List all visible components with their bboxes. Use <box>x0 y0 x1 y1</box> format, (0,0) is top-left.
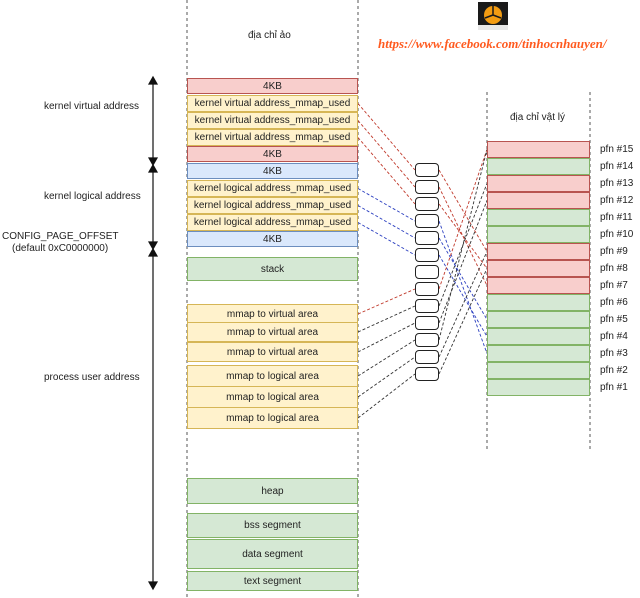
physical-page <box>487 158 590 175</box>
virtual-block: kernel virtual address_mmap_used <box>187 112 358 129</box>
virtual-column-title: địa chỉ ảo <box>248 30 291 41</box>
virtual-block: kernel virtual address_mmap_used <box>187 95 358 112</box>
config-default-label: (default 0xC0000000) <box>12 243 109 254</box>
pfn-label: pfn #12 <box>600 195 634 206</box>
physical-page <box>487 328 590 345</box>
page-table-cell <box>415 214 439 228</box>
mapping-line <box>438 268 488 375</box>
physical-page <box>487 294 590 311</box>
virtual-block: kernel logical address_mmap_used <box>187 180 358 197</box>
mapping-line <box>438 200 488 324</box>
physical-page <box>487 141 590 158</box>
pfn-label: pfn #1 <box>600 382 628 393</box>
page-table-cell <box>415 333 439 347</box>
mapping-line <box>438 183 488 307</box>
mapping-line <box>357 322 416 353</box>
pfn-label: pfn #8 <box>600 263 628 274</box>
page-table-cell <box>415 248 439 262</box>
page-table-cell <box>415 350 439 364</box>
mapping-line <box>438 149 488 290</box>
mapping-line <box>357 305 416 333</box>
region-arrows <box>147 75 159 591</box>
mapping-line <box>357 356 416 398</box>
facebook-link[interactable]: https://www.facebook.com/tinhocnhauyen/ <box>378 36 607 51</box>
physical-page <box>487 311 590 328</box>
mapping-line <box>438 220 488 354</box>
virtual-block: heap <box>187 478 358 504</box>
process-user-label: process user address <box>44 372 140 383</box>
mapping-line <box>357 205 416 239</box>
virtual-block: kernel logical address_mmap_used <box>187 214 358 231</box>
physical-page <box>487 226 590 243</box>
pfn-label: pfn #11 <box>600 212 633 223</box>
pfn-label: pfn #9 <box>600 246 628 257</box>
physical-page <box>487 209 590 226</box>
virtual-block: 4KB <box>187 78 358 94</box>
page-table-cell <box>415 197 439 211</box>
mapping-line <box>357 103 416 171</box>
pfn-label: pfn #5 <box>600 314 628 325</box>
mapping-line <box>438 254 488 337</box>
virtual-block: mmap to logical area <box>187 365 358 387</box>
virtual-block: 4KB <box>187 163 358 179</box>
mapping-line <box>357 188 416 222</box>
page-table-cell <box>415 163 439 177</box>
mapping-line <box>438 203 488 269</box>
kernel-logical-label: kernel logical address <box>44 191 141 202</box>
pfn-label: pfn #2 <box>600 365 628 376</box>
page-table-cell <box>415 180 439 194</box>
page-table-cell <box>415 231 439 245</box>
virtual-block: stack <box>187 257 358 281</box>
virtual-block: kernel logical address_mmap_used <box>187 197 358 214</box>
pfn-label: pfn #10 <box>600 229 634 240</box>
mapping-lines <box>357 103 488 419</box>
page-table-cell <box>415 367 439 381</box>
kernel-virtual-label: kernel virtual address <box>44 101 140 112</box>
mapping-line <box>438 149 488 341</box>
page-table-cell <box>415 299 439 313</box>
virtual-block: 4KB <box>187 231 358 247</box>
mapping-line <box>357 120 416 188</box>
mapping-line <box>357 339 416 377</box>
config-offset-label: CONFIG_PAGE_OFFSET <box>2 231 119 242</box>
virtual-block: mmap to logical area <box>187 386 358 408</box>
virtual-block: mmap to virtual area <box>187 322 358 342</box>
page-table-cell <box>415 265 439 279</box>
logo-icon <box>478 2 508 30</box>
mapping-line <box>438 251 488 358</box>
physical-page <box>487 362 590 379</box>
mapping-line <box>438 169 488 252</box>
virtual-block: text segment <box>187 571 358 591</box>
virtual-block: 4KB <box>187 146 358 162</box>
virtual-block: kernel virtual address_mmap_used <box>187 129 358 146</box>
virtual-block: mmap to virtual area <box>187 342 358 362</box>
mapping-line <box>357 373 416 419</box>
physical-page <box>487 192 590 209</box>
pfn-label: pfn #7 <box>600 280 628 291</box>
pfn-label: pfn #13 <box>600 178 634 189</box>
page-table-cell <box>415 282 439 296</box>
physical-page <box>487 175 590 192</box>
physical-page <box>487 379 590 396</box>
physical-page <box>487 243 590 260</box>
physical-column-title: địa chỉ vật lý <box>510 112 566 123</box>
physical-page <box>487 277 590 294</box>
pfn-label: pfn #6 <box>600 297 628 308</box>
virtual-block: data segment <box>187 539 358 569</box>
mapping-line <box>357 288 416 315</box>
virtual-block: mmap to virtual area <box>187 304 358 324</box>
pfn-label: pfn #15 <box>600 144 634 155</box>
virtual-block: bss segment <box>187 513 358 538</box>
page-table-cell <box>415 316 439 330</box>
physical-page <box>487 345 590 362</box>
mapping-line <box>438 237 488 320</box>
mapping-line <box>357 137 416 205</box>
physical-page <box>487 260 590 277</box>
mapping-line <box>357 222 416 256</box>
pfn-label: pfn #3 <box>600 348 628 359</box>
pfn-label: pfn #4 <box>600 331 628 342</box>
pfn-label: pfn #14 <box>600 161 634 172</box>
virtual-block: mmap to logical area <box>187 407 358 429</box>
